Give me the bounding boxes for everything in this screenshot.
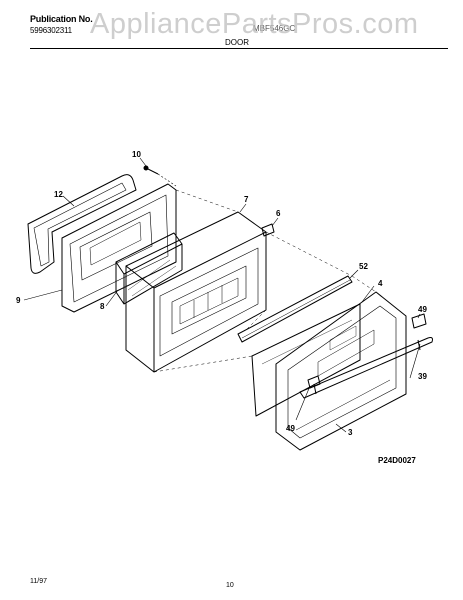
end-cap-part-49-lower xyxy=(307,375,321,389)
footer-date: 11/97 xyxy=(30,578,47,585)
end-cap-part-49 xyxy=(411,313,427,329)
alignment-lines xyxy=(153,189,377,373)
door-gasket-part-12 xyxy=(27,174,137,274)
clip-part-6 xyxy=(261,223,275,237)
callout-49-lower: 49 xyxy=(286,424,295,433)
callout-49-upper: 49 xyxy=(418,305,427,314)
callout-4: 4 xyxy=(378,279,383,288)
callout-8: 8 xyxy=(100,302,105,311)
callout-10: 10 xyxy=(132,150,141,159)
leader-lines xyxy=(23,157,421,433)
diagram-code: P24D0027 xyxy=(378,456,416,465)
callout-12: 12 xyxy=(54,190,63,199)
screw-part-10 xyxy=(143,165,177,187)
inner-door-liner-part-9 xyxy=(61,183,177,313)
callout-7: 7 xyxy=(244,195,249,204)
watermark-text: AppliancePartsPros.com xyxy=(90,8,419,40)
door-handle-part-39 xyxy=(299,337,433,399)
header-divider xyxy=(30,48,448,49)
callout-39: 39 xyxy=(418,372,427,381)
page-number: 10 xyxy=(226,582,234,589)
outer-glass-part-4 xyxy=(251,303,361,417)
callout-3: 3 xyxy=(348,428,353,437)
callout-9: 9 xyxy=(16,296,21,305)
trim-strip-part-52 xyxy=(237,275,353,343)
publication-number: 5996302311 xyxy=(30,26,72,35)
publication-label: Publication No. xyxy=(30,14,93,24)
door-panel-part-7 xyxy=(125,211,267,373)
model-number: MBF546GC xyxy=(253,24,296,33)
section-title: DOOR xyxy=(225,38,249,47)
callout-6: 6 xyxy=(276,209,281,218)
outer-door-frame-part-3 xyxy=(275,291,407,451)
callout-52: 52 xyxy=(359,262,368,271)
